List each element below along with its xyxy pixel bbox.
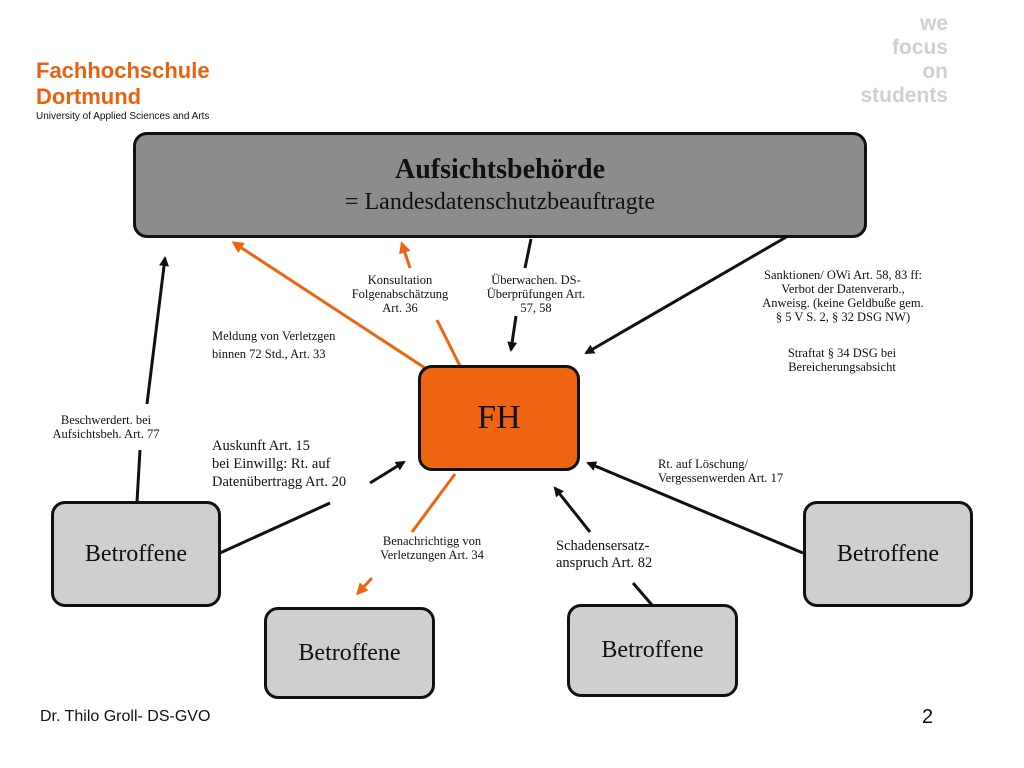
label-line: Vergessenwerden Art. 17 — [658, 471, 784, 485]
label-line: Meldung von Verletzgen — [212, 329, 336, 343]
label-konsultation: Konsultation Folgenabschätzung Art. 36 — [330, 273, 470, 315]
label-line: Straftat § 34 DSG bei — [787, 346, 897, 360]
authority-title: Aufsichtsbehörde — [394, 154, 605, 185]
logo-line-2: Dortmund — [36, 84, 142, 109]
arrow-ueberwachen-tail — [523, 238, 533, 269]
label-line: Schadensersatz- — [556, 538, 650, 554]
arrow-benachrichtigung-head — [355, 576, 374, 596]
label-straftat: Straftat § 34 DSG bei Bereicherungsabsic… — [742, 346, 942, 374]
label-meldung: Meldung von Verletzgen binnen 72 Std., A… — [212, 327, 372, 363]
label-line: Überwachen. DS- — [491, 273, 581, 287]
slogan: we focus on students — [860, 12, 948, 108]
footer-author: Dr. Thilo Groll- DS-GVO — [40, 708, 211, 725]
arrow-benachrichtigung-tail — [410, 473, 457, 533]
arrow-schadensersatz-tail — [631, 582, 654, 606]
label-benachrichtigung: Benachrichtigg von Verletzungen Art. 34 — [352, 534, 512, 562]
label-line: Verbot der Datenverarb., — [781, 282, 905, 296]
label-line: Überprüfungen Art. — [486, 287, 586, 301]
authority-subtitle: = Landesdatenschutzbeauftragte — [344, 189, 656, 215]
label-loeschung: Rt. auf Löschung/ Vergessenwerden Art. 1… — [658, 457, 858, 485]
slogan-line: we — [919, 12, 948, 35]
slogan-line: focus — [891, 36, 948, 59]
slogan-line: on — [922, 60, 948, 83]
label-line: anspruch Art. 82 — [556, 555, 653, 571]
authority-box: Aufsichtsbehörde = Landesdatenschutzbeau… — [133, 132, 867, 238]
label-line: Anweisg. (keine Geldbuße gem. — [762, 296, 924, 310]
affected-box-bottom-left: Betroffene — [264, 607, 435, 699]
slogan-line: students — [860, 84, 948, 107]
label-line: 57, 58 — [520, 301, 552, 315]
affected-box-right: Betroffene — [803, 501, 973, 607]
label-line: Auskunft Art. 15 — [212, 438, 310, 454]
label-ueberwachen: Überwachen. DS- Überprüfungen Art. 57, 5… — [466, 273, 606, 315]
arrow-beschwerde-tail — [135, 449, 142, 503]
label-line: Benachrichtigg von — [382, 534, 482, 548]
label-auskunft: Auskunft Art. 15 bei Einwillg: Rt. auf D… — [212, 437, 402, 491]
label-line: Rt. auf Löschung/ — [658, 457, 748, 471]
label-line: Bereicherungsabsicht — [788, 360, 896, 374]
arrow-schadensersatz-head — [553, 486, 592, 533]
label-line: Datenübertragg Art. 20 — [212, 474, 347, 490]
label-schadensersatz: Schadensersatz- anspruch Art. 82 — [556, 538, 706, 572]
affected-box-bottom-right: Betroffene — [567, 604, 738, 697]
arrow-ueberwachen-head — [507, 315, 518, 352]
arrow-konsultation-tail — [435, 319, 462, 367]
label-line: bei Einwillg: Rt. auf — [212, 456, 331, 472]
arrow-auskunft-tail — [219, 501, 331, 555]
logo-tagline: University of Applied Sciences and Arts — [36, 111, 210, 122]
arrow-loeschung — [586, 461, 804, 555]
arrow-sanktionen — [584, 234, 789, 355]
label-line: Folgenabschätzung — [351, 287, 449, 301]
label-line: Konsultation — [367, 273, 433, 287]
label-sanktionen: Sanktionen/ OWi Art. 58, 83 ff: Verbot d… — [722, 268, 964, 324]
label-line: binnen 72 Std., Art. 33 — [212, 347, 326, 361]
label-line: Verletzungen Art. 34 — [380, 548, 484, 562]
label-line: Art. 36 — [382, 301, 418, 315]
label-beschwerde: Beschwerdert. bei Aufsichtsbeh. Art. 77 — [26, 413, 186, 441]
label-line: § 5 V S. 2, § 32 DSG NW) — [775, 310, 911, 324]
affected-box-left: Betroffene — [51, 501, 221, 607]
page-number: 2 — [922, 706, 934, 728]
label-line: Aufsichtsbeh. Art. 77 — [52, 427, 160, 441]
arrow-meldung — [231, 241, 426, 370]
arrow-beschwerde-head — [145, 256, 169, 405]
logo-line-1: Fachhochschule — [36, 58, 210, 83]
arrow-konsultation-head — [399, 241, 412, 269]
label-line: Sanktionen/ OWi Art. 58, 83 ff: — [764, 268, 922, 282]
arrow-auskunft-head — [369, 460, 406, 485]
fh-box: FH — [418, 365, 580, 471]
label-line: Beschwerdert. bei — [60, 413, 152, 427]
